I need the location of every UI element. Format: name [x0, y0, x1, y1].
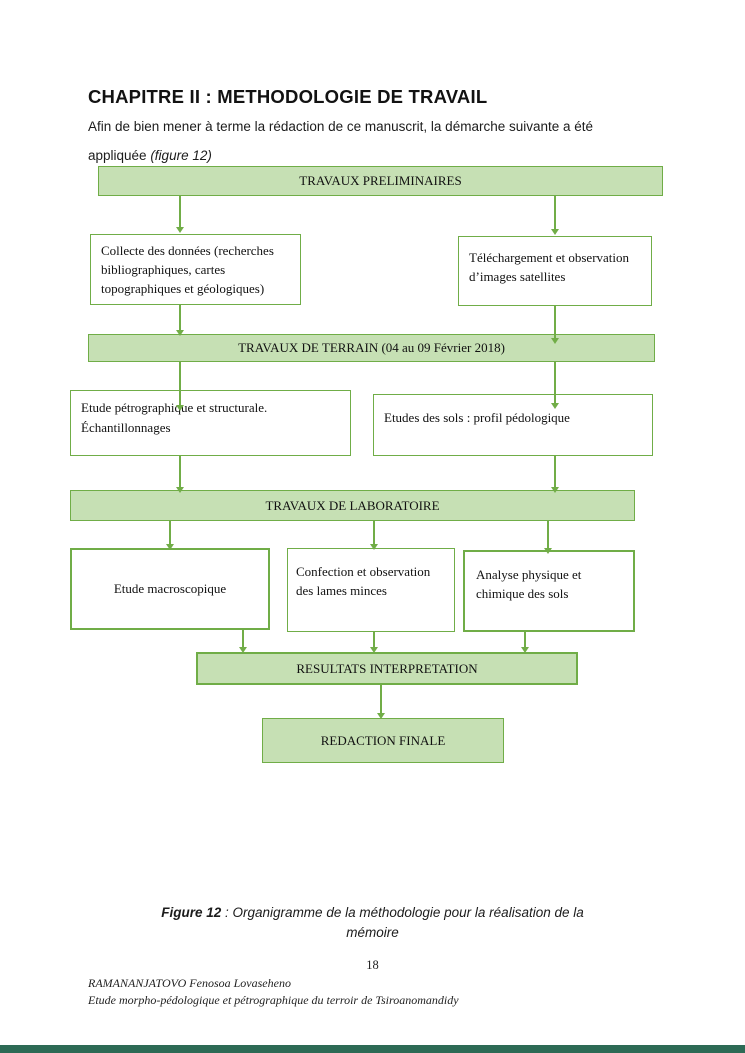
figure-caption: Figure 12 : Organigramme de la méthodolo… — [0, 903, 745, 943]
flow-node-etude-petrographique: Etude pétrographique et structurale. Éch… — [70, 390, 351, 456]
arrow-down-icon — [551, 362, 559, 409]
arrow-down-icon — [239, 630, 247, 653]
flow-node-travaux-laboratoire: TRAVAUX DE LABORATOIRE — [70, 490, 635, 521]
arrow-down-icon — [377, 685, 385, 719]
page-bottom-bar — [0, 1045, 745, 1053]
arrow-down-icon — [521, 632, 529, 653]
figure-caption-line2: mémoire — [346, 925, 399, 940]
arrow-down-icon — [176, 305, 184, 336]
flow-node-resultats-interpretation: RESULTATS INTERPRETATION — [196, 652, 578, 685]
arrow-down-icon — [551, 306, 559, 344]
intro-paragraph: Afin de bien mener à terme la rédaction … — [88, 112, 688, 170]
chapter-title: CHAPITRE II : METHODOLOGIE DE TRAVAIL — [88, 86, 488, 107]
arrow-down-icon — [370, 521, 378, 550]
figure-caption-label: Figure 12 — [161, 905, 222, 920]
arrow-down-icon — [176, 456, 184, 493]
flow-node-telechargement-images: Téléchargement et observation d’images s… — [458, 236, 652, 306]
flow-node-etude-macroscopique: Etude macroscopique — [70, 548, 270, 630]
flow-node-redaction-finale: REDACTION FINALE — [262, 718, 504, 763]
flow-node-travaux-preliminaires: TRAVAUX PRELIMINAIRES — [98, 166, 663, 196]
flow-node-analyse-sols: Analyse physique et chimique des sols — [463, 550, 635, 632]
arrow-down-icon — [176, 196, 184, 233]
intro-line1: Afin de bien mener à terme la rédaction … — [88, 119, 594, 134]
arrow-down-icon — [544, 521, 552, 554]
footer-work-title: Etude morpho-pédologique et pétrographiq… — [88, 993, 459, 1007]
intro-figure-ref: (figure 12) — [150, 148, 212, 163]
arrow-down-icon — [370, 632, 378, 653]
arrow-down-icon — [551, 456, 559, 493]
arrow-down-icon — [166, 521, 174, 550]
flow-node-travaux-terrain: TRAVAUX DE TERRAIN (04 au 09 Février 201… — [88, 334, 655, 362]
flow-node-collecte-donnees: Collecte des données (recherches bibliog… — [90, 234, 301, 305]
arrow-down-icon — [176, 362, 184, 411]
flow-node-etudes-sols: Etudes des sols : profil pédologique — [373, 394, 653, 456]
page-number: 18 — [366, 958, 379, 972]
arrow-down-icon — [551, 196, 559, 235]
figure-caption-line1: : Organigramme de la méthodologie pour l… — [221, 905, 584, 920]
footer-author: RAMANANJATOVO Fenosoa Lovaseheno — [88, 976, 291, 990]
intro-line2: appliquée — [88, 148, 151, 163]
flow-node-lames-minces: Confection et observation des lames minc… — [287, 548, 455, 632]
